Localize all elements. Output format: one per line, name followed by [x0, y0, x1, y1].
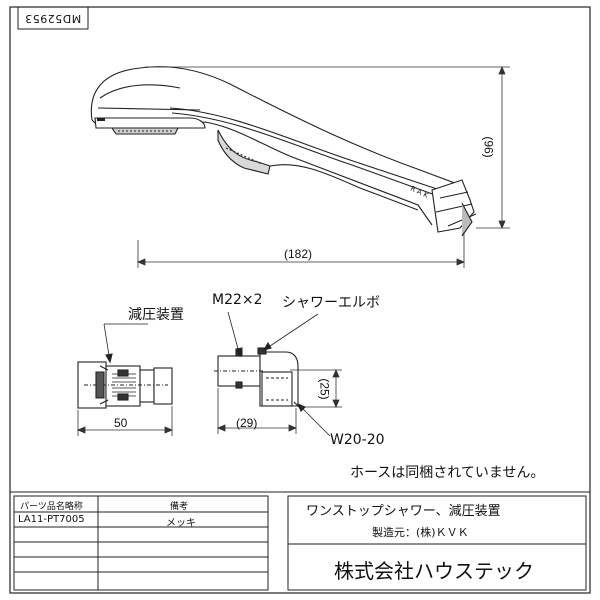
reducer-dimension-lines — [76, 406, 174, 436]
dimension-head-length: (182) — [284, 247, 313, 261]
elbow-dimension-lines — [216, 368, 342, 434]
label-shower-elbow: シャワーエルボ — [282, 295, 380, 311]
head-dimension-lines — [136, 65, 510, 268]
product-name: ワンストップシャワー、減圧装置 — [306, 504, 501, 519]
sheet-border — [9, 6, 591, 594]
pressure-reducer-drawing — [77, 323, 173, 409]
row-remarks: メッキ — [166, 518, 196, 529]
row-part-name: LA11-PT7005 — [18, 514, 85, 525]
header-part-name: パーツ品名略称 — [20, 502, 83, 512]
company-name: 株式会社ハウステック — [334, 559, 534, 583]
dimension-head-height: (96) — [481, 136, 496, 158]
drawing-number-box — [17, 6, 89, 30]
manufacturer: 製造元：(株)ＫＶＫ — [372, 526, 469, 539]
note-hose-not-included: ホースは同梱されていません。 — [350, 465, 545, 481]
header-remarks: 備考 — [170, 502, 189, 512]
dimension-reducer-length: 50 — [114, 416, 128, 430]
shower-head-drawing: R A K — [90, 66, 477, 237]
dimension-elbow-width: (29) — [236, 416, 258, 430]
shower-elbow-drawing — [214, 311, 331, 437]
label-thread-size: M22×2 — [212, 292, 263, 308]
dimension-elbow-height: (25) — [317, 378, 332, 400]
label-pressure-reducer: 減圧装置 — [128, 307, 184, 323]
title-block-lines — [10, 491, 590, 591]
svg-text:R A K: R A K — [409, 185, 430, 200]
label-hose-thread: W20-20 — [330, 432, 385, 448]
drawing-number: MD52953 — [24, 12, 82, 25]
